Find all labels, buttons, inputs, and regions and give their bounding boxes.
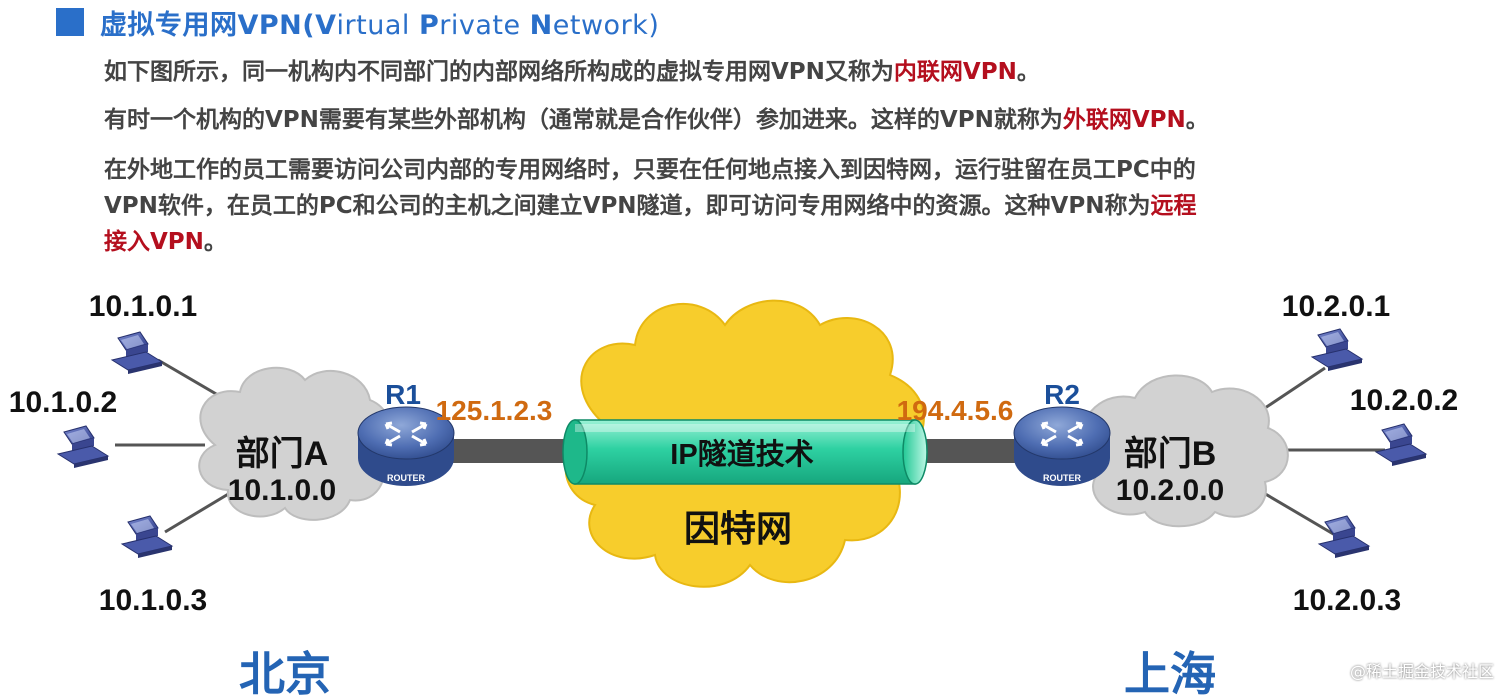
dept-b-cloud: [1073, 374, 1289, 528]
host-ip-label: 10.1.0.1: [89, 290, 197, 323]
host-ip-label: 10.1.0.2: [9, 386, 117, 419]
paragraph-extranet: 有时一个机构的VPN需要有某些外部机构（通常就是合作伙伴）参加进来。这样的VPN…: [104, 107, 1209, 133]
router-r1: ROUTER: [357, 406, 455, 486]
paragraph-intranet: 如下图所示，同一机构内不同部门的内部网络所构成的虚拟专用网VPN又称为内联网VP…: [104, 59, 1040, 85]
host-ip-label: 10.2.0.1: [1282, 290, 1390, 323]
city-shanghai: 上海: [1124, 648, 1216, 700]
router-r1-ip: 125.1.2.3: [436, 395, 553, 426]
router-badge: ROUTER: [387, 473, 426, 483]
title-text: 虚拟专用网VPN(Virtual Private Network): [100, 9, 660, 41]
router-r2-label: R2: [1044, 379, 1080, 410]
slide-title: 虚拟专用网VPN(Virtual Private Network): [56, 6, 659, 41]
host-ip-label: 10.2.0.3: [1293, 584, 1401, 617]
router-arrows-icon: [384, 421, 428, 447]
title-bullet-square: [56, 8, 84, 36]
computer-icon: [111, 331, 163, 375]
dept-b-network: 10.2.0.0: [1116, 474, 1224, 507]
link-host-10-2-0-3: [1261, 490, 1336, 537]
host-ip-label: 10.1.0.3: [99, 584, 207, 617]
router-arrows-icon: [1040, 421, 1084, 447]
highlight-remote-access-vpn: 接入VPN: [104, 229, 204, 255]
internet-label: 因特网: [684, 508, 792, 549]
tunnel-label: IP隧道技术: [670, 438, 813, 471]
computer-icon: [1318, 515, 1370, 559]
dept-a-name: 部门A: [236, 435, 329, 473]
computer-icon: [1375, 423, 1427, 467]
computer-icon: [57, 425, 109, 469]
dept-b-name: 部门B: [1124, 435, 1217, 473]
highlight-intranet-vpn: 内联网VPN: [893, 59, 1017, 85]
computer-icon: [1311, 328, 1363, 372]
city-beijing: 北京: [239, 648, 331, 700]
ip-tunnel: [562, 419, 928, 485]
dept-a-network: 10.1.0.0: [228, 474, 336, 507]
link-host-10-2-0-1: [1261, 366, 1326, 412]
watermark: @稀土掘金技术社区: [1349, 662, 1494, 681]
link-tunnel-r2: [910, 439, 1025, 463]
link-r1-tunnel: [448, 439, 573, 463]
paragraph-remote-access: 在外地工作的员工需要访问公司内部的专用网络时，只要在任何地点接入到因特网，运行驻…: [104, 157, 1197, 255]
router-badge: ROUTER: [1043, 473, 1082, 483]
computer-icon: [121, 515, 173, 559]
highlight-extranet-vpn: 外联网VPN: [1062, 107, 1186, 133]
host-ip-label: 10.2.0.2: [1350, 384, 1458, 417]
router-r1-label: R1: [385, 379, 421, 410]
router-r2-ip: 194.4.5.6: [897, 395, 1014, 426]
router-r2: ROUTER: [1013, 406, 1111, 486]
